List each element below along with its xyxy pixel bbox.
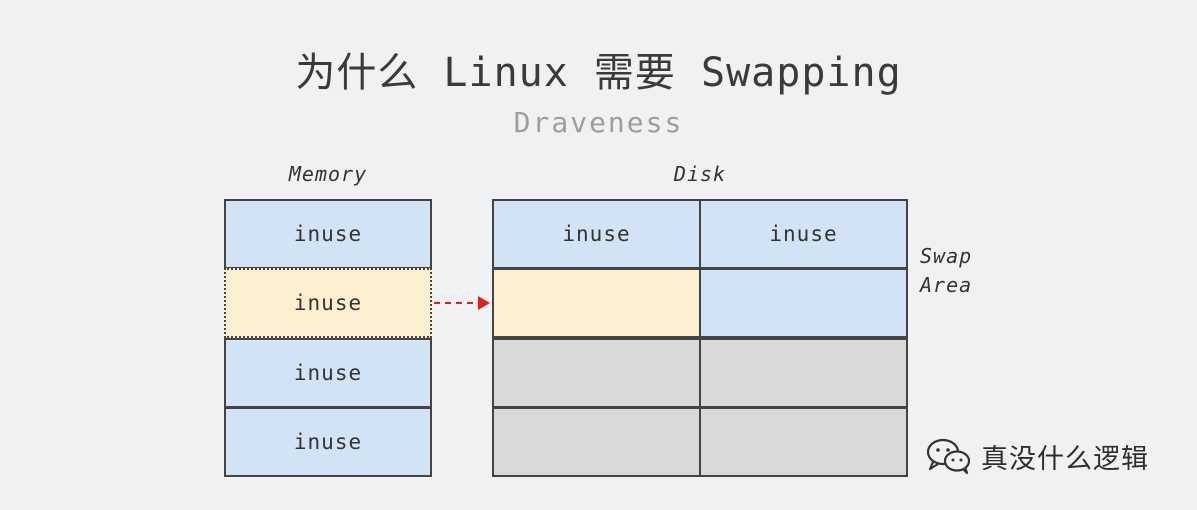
disk-label: Disk [673,162,727,186]
swap-out-arrow [434,296,490,310]
swap-area-label: Swap Area [920,242,972,300]
diagram-subtitle: Draveness [513,106,684,139]
disk-block [492,407,701,477]
watermark: 真没什么逻辑 [925,436,1149,476]
disk-block-swap-destination [492,268,701,338]
disk-block [699,407,908,477]
memory-block: inuse [224,338,432,408]
disk-block-swap: inuse [699,199,908,269]
swap-area-label-line2: Area [920,273,973,297]
memory-block: inuse [224,199,432,269]
memory-block: inuse [224,407,432,477]
disk-block [492,338,701,408]
memory-label: Memory [288,162,368,186]
disk-block-swap [699,268,908,338]
memory-block-swapping: inuse [224,268,432,338]
swap-area-label-line1: Swap [920,244,973,268]
diagram-title: 为什么 Linux 需要 Swapping [295,50,902,96]
disk-block [699,338,908,408]
disk-block-swap: inuse [492,199,701,269]
watermark-text: 真没什么逻辑 [981,443,1149,475]
wechat-icon [926,438,971,475]
